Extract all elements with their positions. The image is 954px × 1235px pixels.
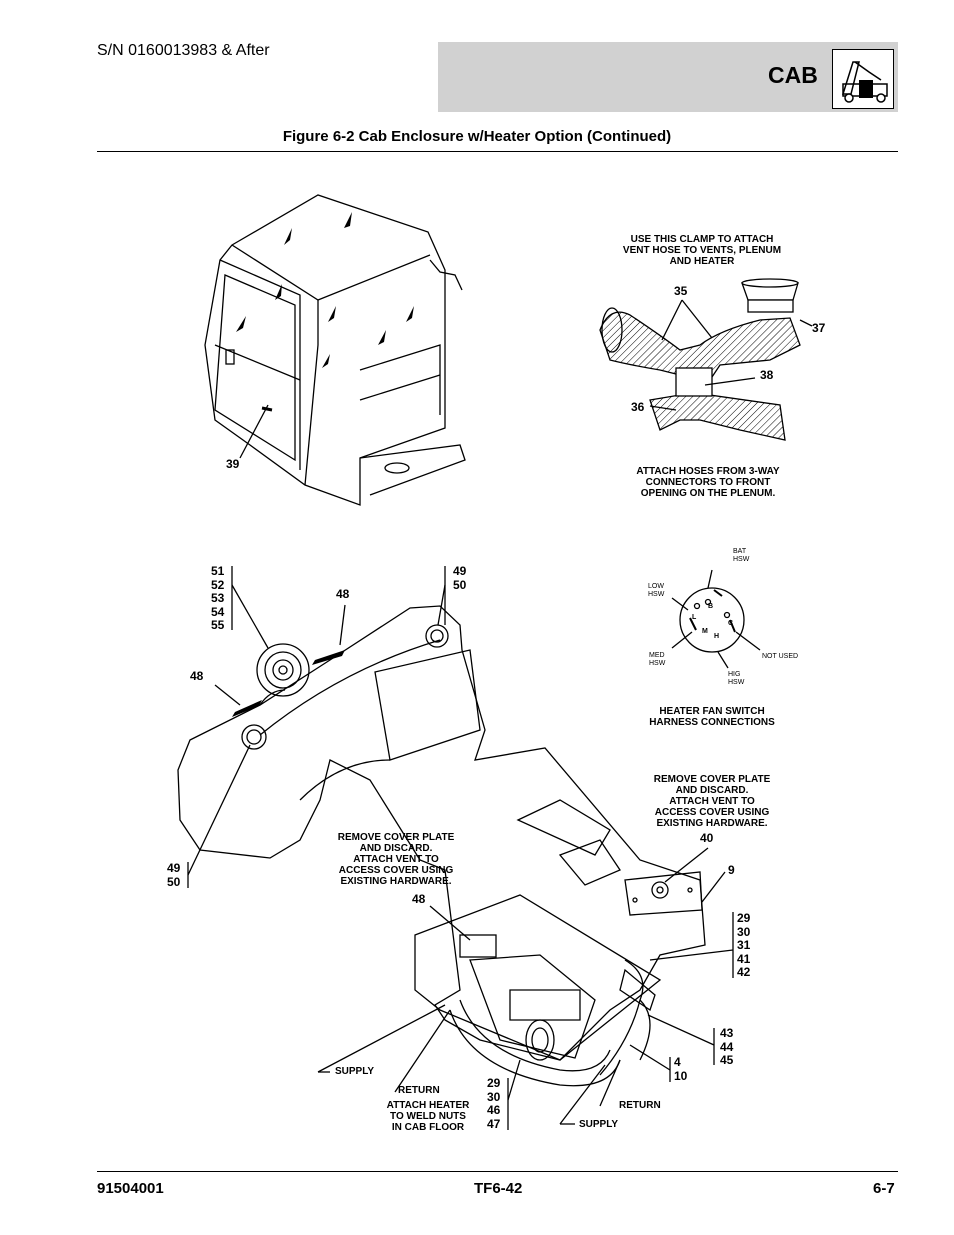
callout-49-50-top: 49 50 (453, 564, 467, 592)
callout-9: 9 (728, 863, 735, 877)
doc-number: 91504001 (97, 1180, 164, 1197)
callout-29-47: 29 30 46 47 (487, 1076, 501, 1131)
switch-pin-c: C (728, 620, 734, 627)
label-supply-left: SUPPLY (335, 1066, 375, 1077)
switch-pin-b: B (708, 603, 714, 610)
switch-label-not-used: NOT USED (762, 653, 799, 660)
callout-40: 40 (700, 831, 714, 845)
callout-48-bottom: 48 (412, 892, 426, 906)
callout-48-left: 48 (190, 669, 204, 683)
callout-29-42: 29 30 31 41 42 (737, 911, 751, 979)
note-clamp: USE THIS CLAMP TO ATTACH VENT HOSE TO VE… (622, 234, 782, 267)
switch-label-low: LOW HSW (648, 583, 665, 598)
cab-enclosure-drawing (204, 194, 466, 506)
note-hoses: ATTACH HOSES FROM 3-WAY CONNECTORS TO FR… (636, 466, 780, 499)
model-number: TF6-42 (474, 1180, 523, 1197)
note-switch-title: HEATER FAN SWITCH HARNESS CONNECTIONS (649, 706, 775, 728)
header-rule (97, 151, 898, 152)
callout-51-55: 51 52 53 54 55 (211, 564, 225, 632)
section-title: CAB (768, 62, 818, 88)
switch-label-bat: BAT HSW (733, 548, 750, 563)
note-attach-heater: ATTACH HEATER TO WELD NUTS IN CAB FLOOR (386, 1100, 470, 1133)
label-supply-right: SUPPLY (579, 1119, 619, 1130)
callout-37: 37 (812, 321, 826, 335)
switch-pin-l: L (692, 614, 697, 621)
switch-pin-h: H (714, 633, 720, 640)
note-cover-right: REMOVE COVER PLATE AND DISCARD. ATTACH V… (653, 774, 771, 829)
callout-36: 36 (631, 400, 645, 414)
callout-43-45: 43 44 45 (720, 1026, 734, 1067)
callout-48-top: 48 (336, 587, 350, 601)
cab-machine-icon (832, 49, 894, 109)
note-cover-left: REMOVE COVER PLATE AND DISCARD. ATTACH V… (337, 832, 455, 887)
plenum-heater-assembly (177, 605, 706, 1087)
label-return-right: RETURN (619, 1100, 661, 1111)
figure-title: Figure 6-2 Cab Enclosure w/Heater Option… (282, 128, 672, 145)
page-number: 6-7 (873, 1180, 895, 1197)
callout-49-50-left: 49 50 (167, 861, 181, 889)
serial-number: S/N 0160013983 & After (97, 42, 270, 59)
leader-lines (187, 566, 734, 1130)
heater-fan-switch-diagram (671, 569, 761, 669)
switch-label-hig: HIG HSW (728, 671, 745, 686)
callout-39: 39 (226, 457, 240, 471)
label-return-left: RETURN (398, 1085, 440, 1096)
callout-38: 38 (760, 368, 774, 382)
hose-clamp-detail (599, 278, 813, 441)
switch-label-med: MED HSW (649, 652, 666, 667)
section-header-bar (438, 42, 898, 112)
switch-pin-m: M (702, 628, 708, 635)
footer-rule (97, 1171, 898, 1172)
callout-4-10: 4 10 (674, 1055, 688, 1083)
callout-35: 35 (674, 284, 688, 298)
